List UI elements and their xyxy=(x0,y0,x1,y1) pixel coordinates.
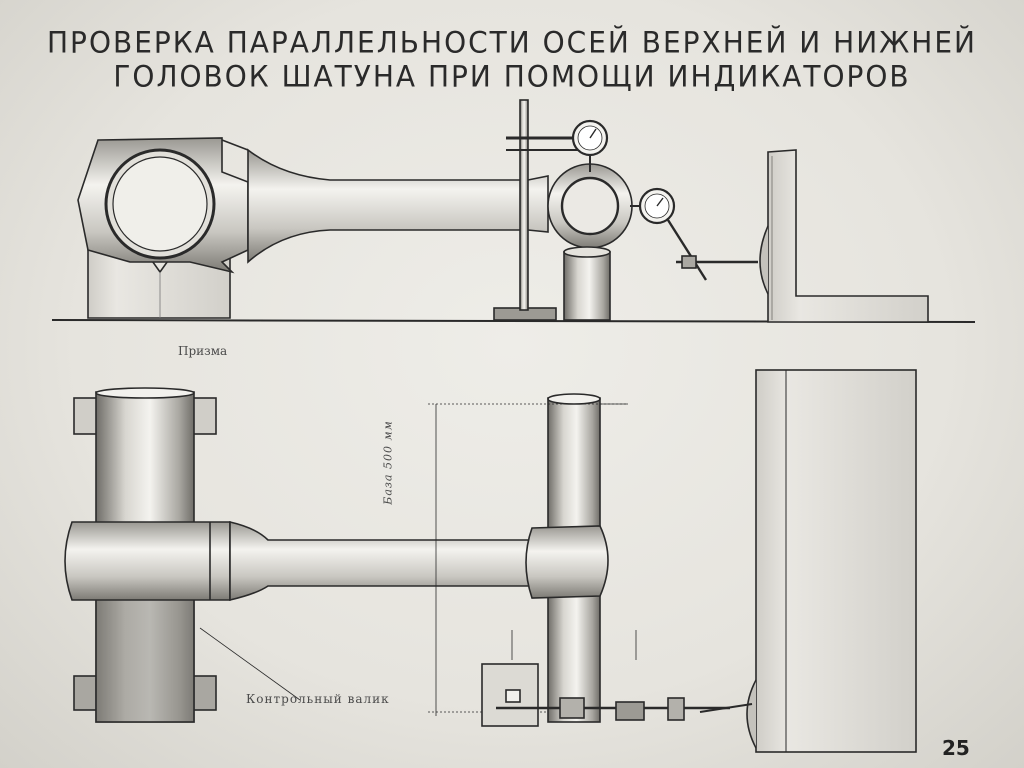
shank-plan xyxy=(229,520,549,602)
title-line-2: ГОЛОВОК ШАТУНА ПРИ ПОМОЩИ ИНДИКАТОРОВ xyxy=(113,58,911,94)
control-roller-label: Контрольный валик xyxy=(246,692,390,706)
title-line-1: ПРОВЕРКА ПАРАЛЛЕЛЬНОСТИ ОСЕЙ ВЕРХНЕЙ И Н… xyxy=(47,25,977,60)
gauge-block xyxy=(755,369,917,753)
connecting-rod-shank xyxy=(247,148,549,264)
side-dial-indicator xyxy=(630,187,708,281)
side-view xyxy=(51,99,976,323)
prism-label: Призма xyxy=(178,344,228,358)
small-end-plan xyxy=(525,525,609,599)
upper-dial-indicator xyxy=(571,119,609,172)
page-title: ПРОВЕРКА ПАРАЛЛЕЛЬНОСТИ ОСЕЙ ВЕРХНЕЙ И Н… xyxy=(0,26,1024,93)
base-dimension xyxy=(199,403,637,716)
plan-view xyxy=(64,369,917,753)
base-dimension-label: База 500 мм xyxy=(381,420,395,505)
small-end-support xyxy=(563,251,611,321)
angle-plate xyxy=(767,149,929,323)
stand-column xyxy=(519,99,529,311)
page-number: 25 xyxy=(942,736,970,760)
big-end-plan xyxy=(64,521,231,601)
small-end-bore xyxy=(560,176,620,236)
